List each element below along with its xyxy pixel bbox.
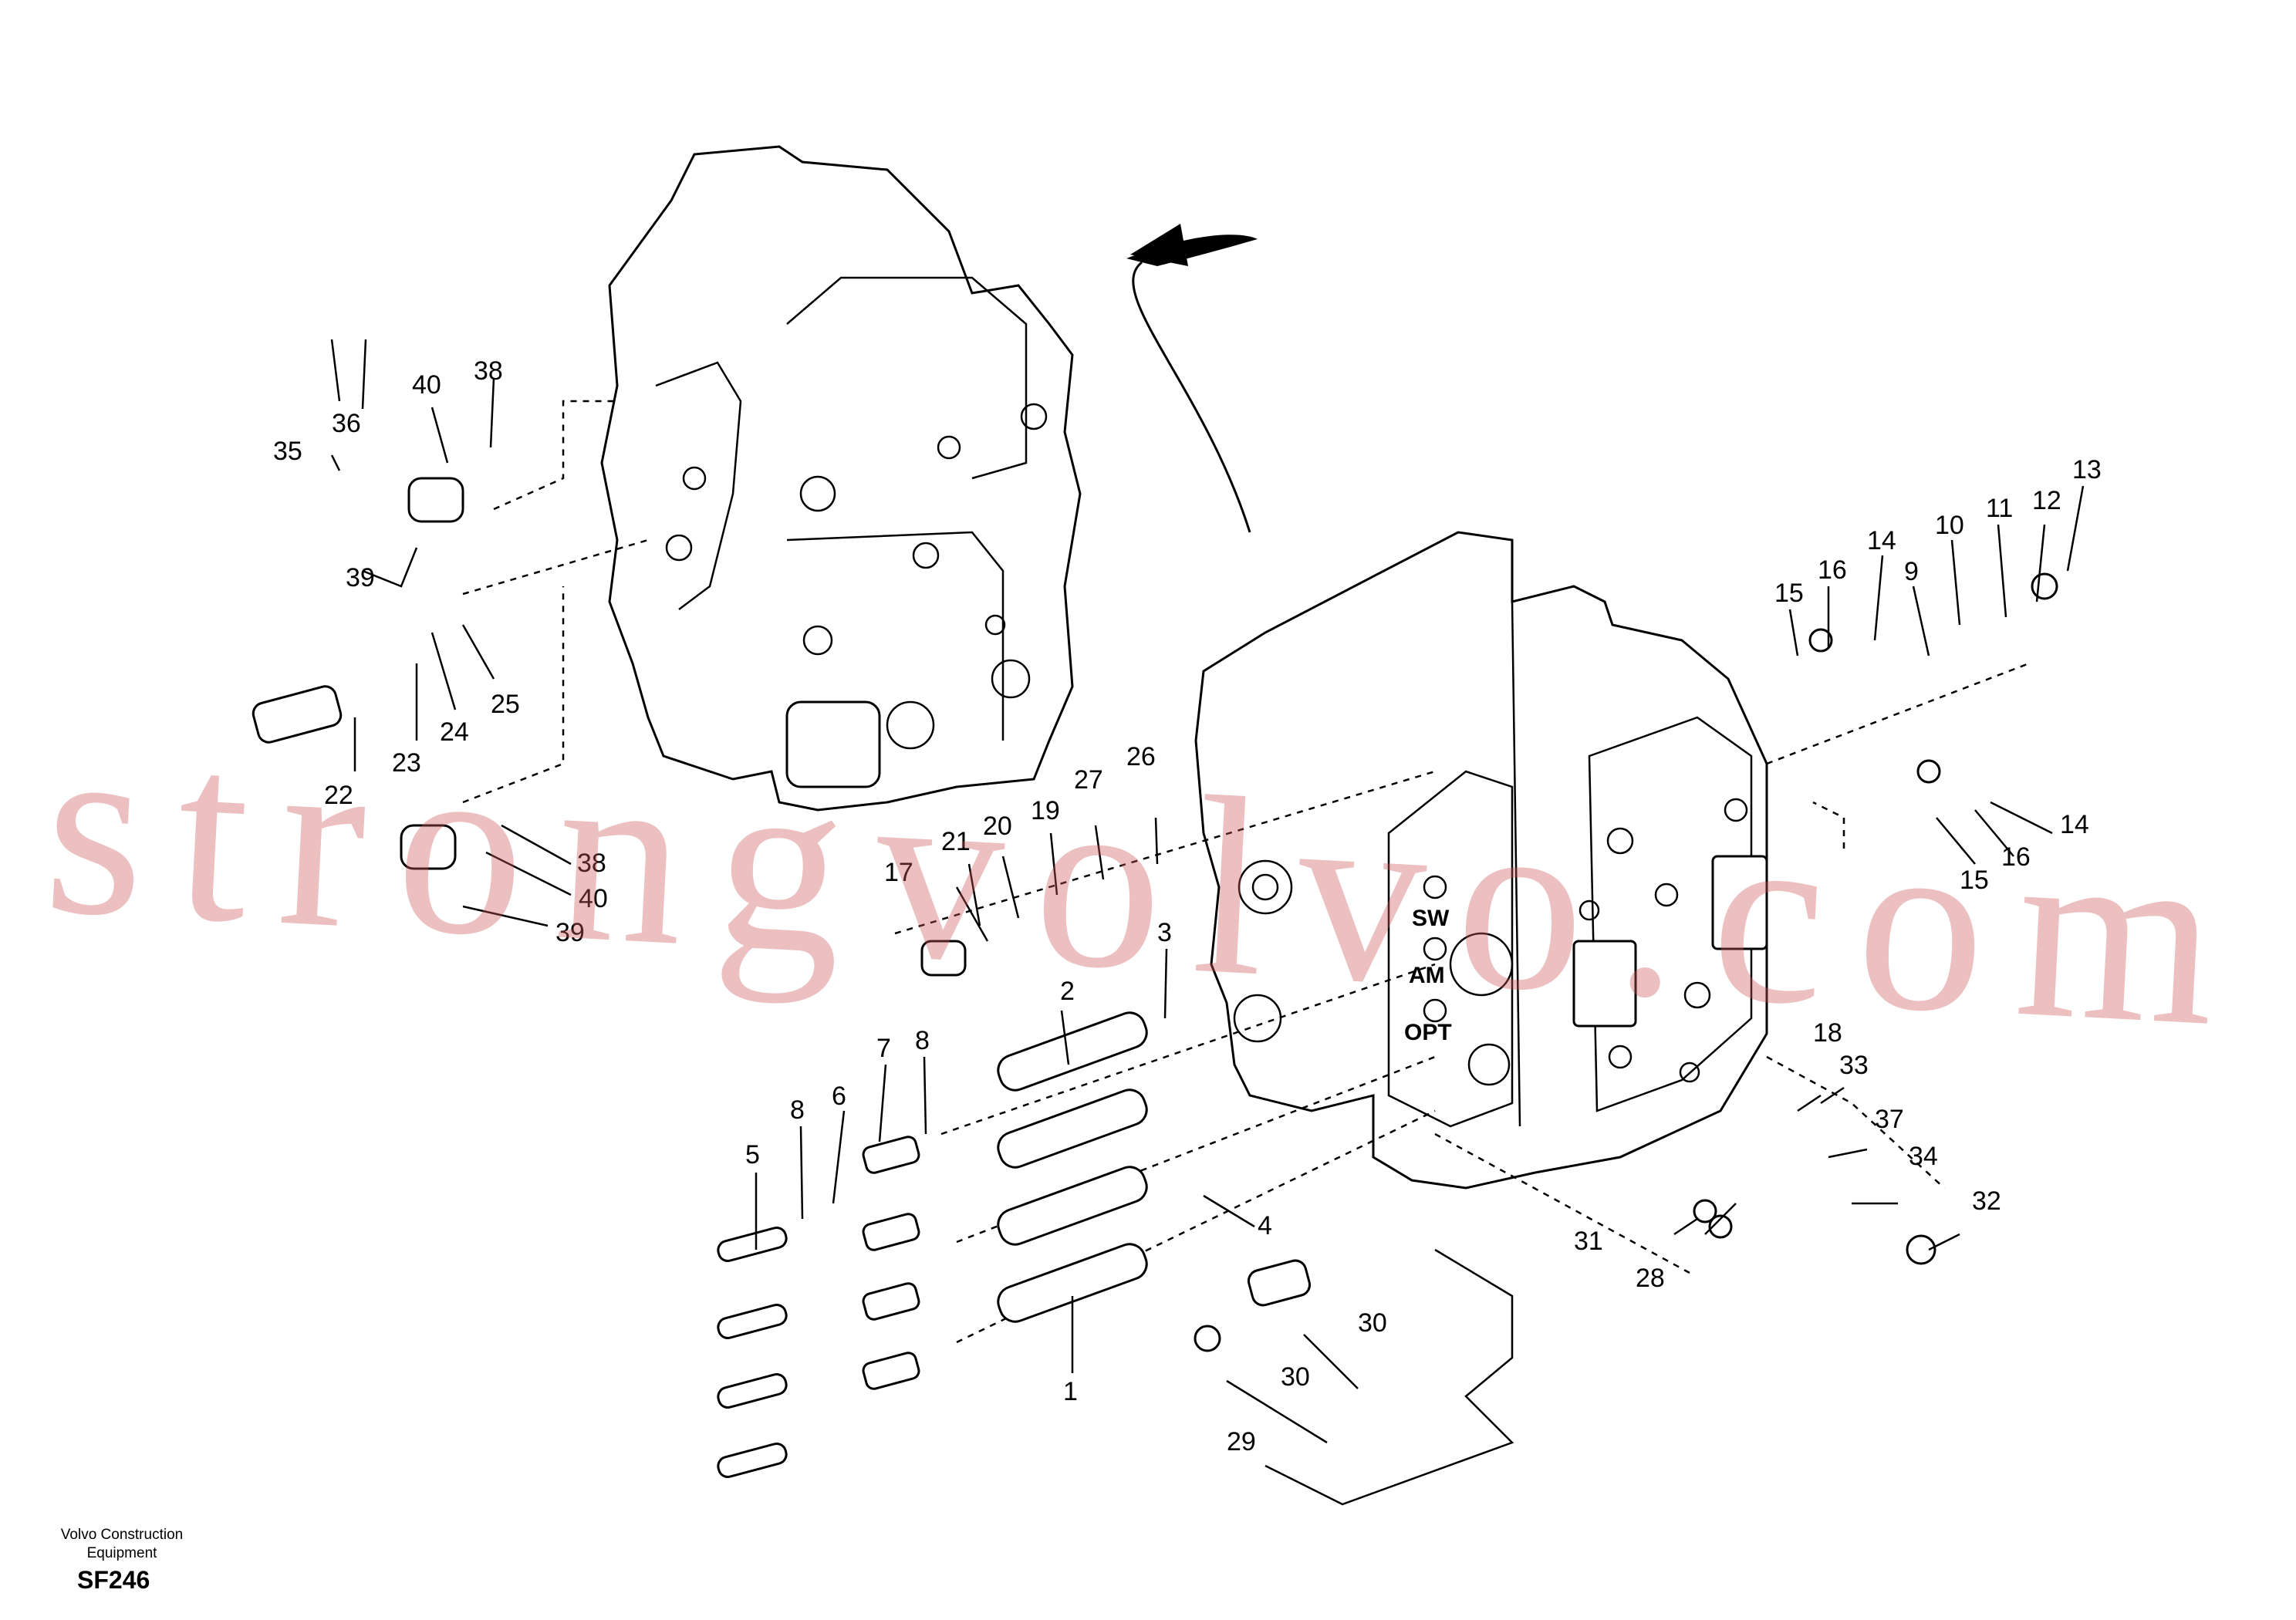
footer-diagram-code: SF246 — [77, 1566, 150, 1594]
callout-4: 4 — [1258, 1211, 1272, 1240]
callout-24: 24 — [440, 717, 469, 747]
callout-8: 8 — [790, 1095, 805, 1125]
valve-marking-sw: SW — [1412, 906, 1450, 931]
valve-body-rotated — [600, 145, 1082, 812]
callout-38b: 38 — [577, 849, 606, 878]
callout-11: 11 — [1986, 494, 2013, 523]
callout-3: 3 — [1157, 918, 1172, 947]
callout-13: 13 — [2072, 455, 2102, 484]
callout-29: 29 — [1227, 1427, 1256, 1456]
callout-32: 32 — [1972, 1186, 2001, 1216]
callout-39: 39 — [346, 563, 375, 592]
callout-38: 38 — [474, 356, 503, 386]
callout-15: 15 — [1774, 579, 1804, 608]
callout-35: 35 — [273, 437, 302, 466]
callout-17: 17 — [884, 858, 913, 887]
callout-5: 5 — [745, 1140, 760, 1169]
callout-1: 1 — [1063, 1377, 1078, 1406]
callout-8b: 8 — [915, 1026, 930, 1055]
spool-parts — [252, 477, 2058, 1479]
rotation-arrow — [1126, 224, 1258, 533]
callout-15b: 15 — [1960, 866, 1989, 895]
callout-37: 37 — [1875, 1105, 1904, 1134]
callout-30b: 30 — [1281, 1362, 1310, 1392]
callout-20: 20 — [983, 812, 1012, 841]
footer-company: Volvo Construction Equipment — [60, 1527, 184, 1561]
callout-16: 16 — [1818, 555, 1847, 585]
callout-33: 33 — [1839, 1051, 1869, 1080]
callout-16b: 16 — [2001, 842, 2031, 872]
callout-36: 36 — [332, 409, 361, 438]
valve-marking-opt: OPT — [1404, 1020, 1452, 1045]
callout-27: 27 — [1074, 765, 1103, 795]
callout-39b: 39 — [555, 918, 585, 947]
callout-12: 12 — [2032, 486, 2061, 515]
callout-labels: 1 2 3 4 5 6 7 8 8 9 10 11 12 13 14 14 15… — [273, 356, 2102, 1456]
callout-23: 23 — [392, 748, 421, 778]
callout-26: 26 — [1126, 742, 1156, 771]
callout-28: 28 — [1636, 1264, 1665, 1293]
callout-25: 25 — [491, 690, 520, 719]
callout-6: 6 — [832, 1082, 846, 1111]
callout-34: 34 — [1909, 1142, 1938, 1171]
assembly-lines — [462, 400, 2030, 1344]
callout-2: 2 — [1060, 977, 1075, 1006]
callout-14b: 14 — [2060, 810, 2089, 839]
callout-22: 22 — [324, 781, 353, 810]
callout-30: 30 — [1358, 1308, 1387, 1338]
valve-marking-am: AM — [1409, 963, 1445, 988]
callout-40: 40 — [412, 370, 441, 400]
valve-body-main: SW AM OPT — [1194, 531, 1768, 1190]
callout-21: 21 — [941, 827, 971, 856]
callout-40b: 40 — [579, 884, 608, 913]
callout-18: 18 — [1813, 1018, 1842, 1048]
callout-14: 14 — [1867, 526, 1896, 555]
callout-19: 19 — [1031, 796, 1060, 825]
callout-31: 31 — [1574, 1227, 1603, 1256]
callout-9: 9 — [1904, 557, 1919, 586]
callout-7: 7 — [876, 1034, 891, 1063]
callout-10: 10 — [1935, 511, 1964, 540]
leader-lines — [330, 339, 2085, 1506]
